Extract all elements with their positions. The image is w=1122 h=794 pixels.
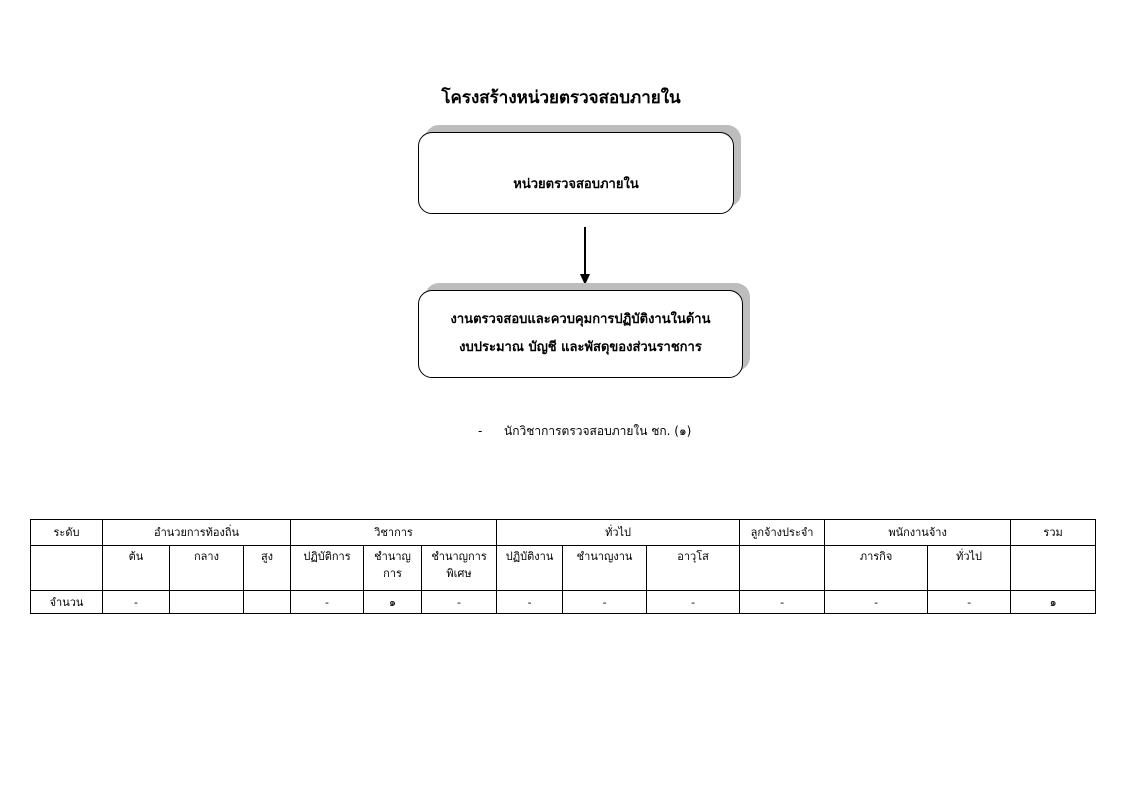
table-cell: - — [927, 590, 1012, 614]
subheader-contract-mission: ภารกิจ — [824, 545, 929, 591]
header-permanent-employee: ลูกจ้างประจำ — [739, 519, 826, 546]
table-row: จำนวน - - ๑ - - - - - - - ๑ — [30, 590, 1097, 614]
position-note: - นักวิชาการตรวจสอบภายใน ชก. (๑) — [478, 422, 691, 441]
subheader-acad-senior-l2: พิเศษ — [446, 567, 472, 580]
subheader-permanent-empty — [739, 545, 826, 591]
page-title: โครงสร้างหน่วยตรวจสอบภายใน — [441, 88, 681, 108]
subheader-contract-general: ทั่วไป — [927, 545, 1012, 591]
subheader-acad-professional-l2: การ — [383, 567, 402, 580]
table-cell — [242, 590, 292, 614]
header-general: ทั่วไป — [496, 519, 741, 546]
subheader-gen-operator: ปฏิบัติงาน — [496, 545, 564, 591]
table-cell: - — [646, 590, 741, 614]
table-cell: ๑ — [1010, 590, 1097, 614]
staffing-table: ระดับ อำนวยการท้องถิ่น วิชาการ ทั่วไป ลู… — [30, 519, 1097, 614]
header-contract-staff: พนักงานจ้าง — [824, 519, 1012, 546]
table-cell: - — [290, 590, 365, 614]
subheader-gen-skilled: ชำนาญงาน — [562, 545, 648, 591]
subheader-acad-practitioner: ปฏิบัติการ — [290, 545, 365, 591]
table-cell: ๑ — [363, 590, 423, 614]
subheader-admin-low: ต้น — [102, 545, 170, 591]
subheader-acad-senior-l1: ชำนาญการ — [431, 550, 487, 563]
table-header-row-2: ต้น กลาง สูง ปฏิบัติการ ชำนาญการ ชำนาญกา… — [30, 545, 1097, 591]
table-cell — [169, 590, 244, 614]
audit-control-work-line1: งานตรวจสอบและควบคุมการปฏิบัติงานในด้าน — [450, 312, 711, 327]
header-level: ระดับ — [30, 519, 103, 546]
table-cell: - — [421, 590, 498, 614]
table-cell: - — [102, 590, 170, 614]
subheader-total-empty — [1010, 545, 1097, 591]
note-bullet: - — [478, 424, 483, 438]
subheader-admin-mid: กลาง — [169, 545, 244, 591]
header-academic: วิชาการ — [290, 519, 498, 546]
internal-audit-unit-label: หน่วยตรวจสอบภายใน — [513, 176, 639, 192]
table-cell: - — [496, 590, 564, 614]
subheader-gen-senior: อาวุโส — [646, 545, 741, 591]
subheader-admin-high: สูง — [242, 545, 292, 591]
audit-control-work-line2: งบประมาณ บัญชี และพัสดุของส่วนราชการ — [459, 340, 702, 355]
table-header-row-1: ระดับ อำนวยการท้องถิ่น วิชาการ ทั่วไป ลู… — [30, 519, 1097, 546]
header-total: รวม — [1010, 519, 1097, 546]
table-cell: - — [824, 590, 929, 614]
row-label: จำนวน — [30, 590, 103, 614]
subheader-acad-professional-l1: ชำนาญ — [374, 550, 411, 563]
note-text: นักวิชาการตรวจสอบภายใน ชก. (๑) — [504, 424, 692, 438]
header-local-admin: อำนวยการท้องถิ่น — [101, 519, 292, 546]
subheader-acad-professional: ชำนาญการ — [363, 545, 423, 591]
subheader-empty — [30, 545, 103, 591]
table-cell: - — [739, 590, 826, 614]
down-arrow-icon — [580, 227, 590, 285]
internal-audit-unit-box: หน่วยตรวจสอบภายใน — [418, 132, 734, 214]
table-cell: - — [562, 590, 648, 614]
subheader-acad-senior: ชำนาญการพิเศษ — [421, 545, 498, 591]
audit-control-work-box: งานตรวจสอบและควบคุมการปฏิบัติงานในด้าน ง… — [418, 290, 743, 378]
